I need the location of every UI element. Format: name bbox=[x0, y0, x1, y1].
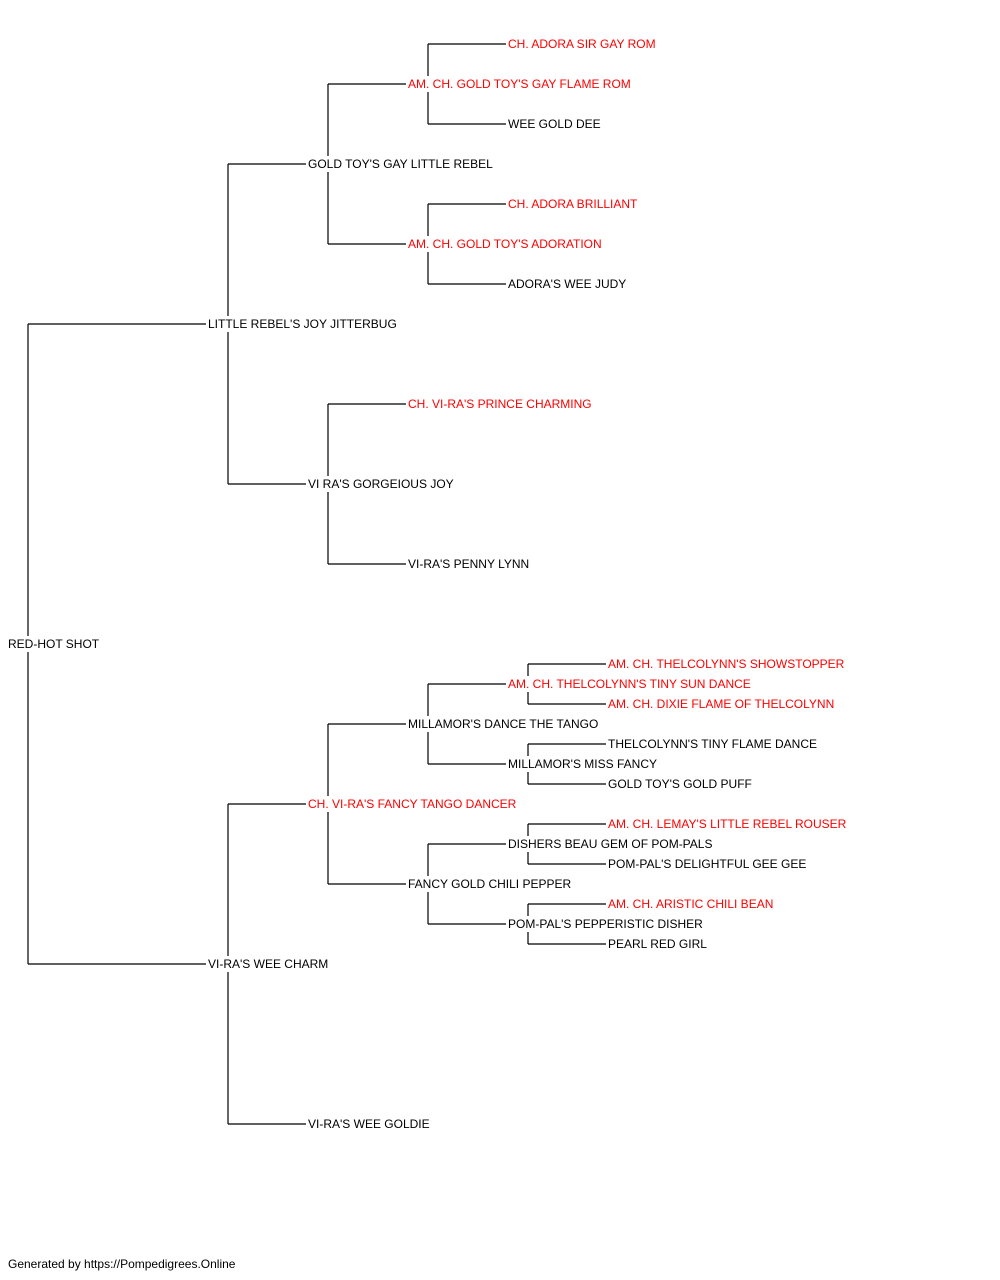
pedigree-node-gen2: VI RA'S GORGEIOUS JOY bbox=[306, 477, 456, 491]
pedigree-node-gen3: AM. CH. GOLD TOY'S ADORATION bbox=[406, 237, 604, 251]
pedigree-node-gen1: LITTLE REBEL'S JOY JITTERBUG bbox=[206, 317, 399, 331]
pedigree-node-gen5: AM. CH. LEMAY'S LITTLE REBEL ROUSER bbox=[606, 817, 849, 831]
pedigree-node-gen5: THELCOLYNN'S TINY FLAME DANCE bbox=[606, 737, 820, 751]
pedigree-node-gen5: AM. CH. ARISTIC CHILI BEAN bbox=[606, 897, 776, 911]
pedigree-node-gen0: RED-HOT SHOT bbox=[6, 637, 102, 651]
pedigree-node-gen5: POM-PAL'S DELIGHTFUL GEE GEE bbox=[606, 857, 809, 871]
pedigree-node-gen2: GOLD TOY'S GAY LITTLE REBEL bbox=[306, 157, 495, 171]
pedigree-node-gen4: WEE GOLD DEE bbox=[506, 117, 603, 131]
pedigree-node-gen4: AM. CH. THELCOLYNN'S TINY SUN DANCE bbox=[506, 677, 753, 691]
pedigree-node-gen2: CH. VI-RA'S FANCY TANGO DANCER bbox=[306, 797, 519, 811]
footer-credit: Generated by https://Pompedigrees.Online bbox=[8, 1257, 236, 1271]
pedigree-node-gen1: VI-RA'S WEE CHARM bbox=[206, 957, 331, 971]
pedigree-node-gen5: AM. CH. DIXIE FLAME OF THELCOLYNN bbox=[606, 697, 837, 711]
pedigree-node-gen4: CH. ADORA SIR GAY ROM bbox=[506, 37, 658, 51]
pedigree-node-gen4: ADORA'S WEE JUDY bbox=[506, 277, 629, 291]
pedigree-node-gen3: MILLAMOR'S DANCE THE TANGO bbox=[406, 717, 601, 731]
pedigree-node-gen4: CH. ADORA BRILLIANT bbox=[506, 197, 640, 211]
pedigree-node-gen4: POM-PAL'S PEPPERISTIC DISHER bbox=[506, 917, 705, 931]
pedigree-node-gen3: AM. CH. GOLD TOY'S GAY FLAME ROM bbox=[406, 77, 633, 91]
pedigree-node-gen5: GOLD TOY'S GOLD PUFF bbox=[606, 777, 754, 791]
pedigree-node-gen3: CH. VI-RA'S PRINCE CHARMING bbox=[406, 397, 594, 411]
pedigree-node-gen3: FANCY GOLD CHILI PEPPER bbox=[406, 877, 574, 891]
pedigree-node-gen5: PEARL RED GIRL bbox=[606, 937, 709, 951]
pedigree-node-gen4: DISHERS BEAU GEM OF POM-PALS bbox=[506, 837, 715, 851]
pedigree-node-gen2: VI-RA'S WEE GOLDIE bbox=[306, 1117, 432, 1131]
pedigree-node-gen4: MILLAMOR'S MISS FANCY bbox=[506, 757, 659, 771]
pedigree-node-gen3: VI-RA'S PENNY LYNN bbox=[406, 557, 532, 571]
pedigree-node-gen5: AM. CH. THELCOLYNN'S SHOWSTOPPER bbox=[606, 657, 847, 671]
